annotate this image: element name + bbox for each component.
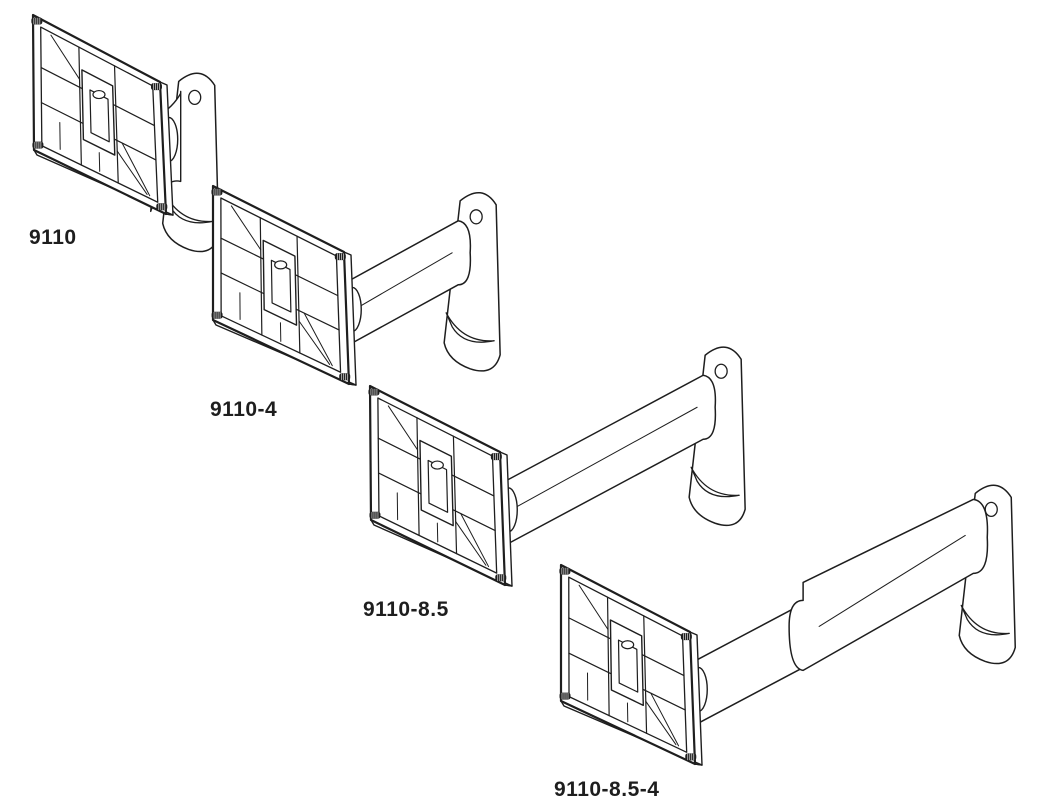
model-label-9110: 9110 (29, 226, 77, 249)
detail-line (818, 534, 966, 627)
vesa-plate (559, 563, 703, 766)
latch-knob (92, 89, 106, 100)
detail-line (578, 584, 609, 630)
screw-stud (685, 753, 697, 761)
detail-line (387, 405, 419, 451)
screw-stud (368, 388, 380, 396)
detail-line (296, 235, 301, 354)
detail-line (121, 142, 151, 197)
screw-stud (31, 17, 43, 25)
stud-thread (211, 311, 223, 319)
vesa-plate (368, 384, 513, 587)
stud-thread (368, 388, 380, 396)
stud-thread (369, 511, 381, 519)
arm-tube (343, 220, 472, 349)
detail-line (343, 252, 453, 316)
stud-thread (339, 373, 351, 381)
detail-line (113, 65, 119, 184)
model-label-9110-8-5-4: 9110-8.5-4 (554, 778, 660, 801)
stud-thread (680, 633, 692, 641)
screw-stud (369, 511, 381, 519)
screw-stud (156, 203, 168, 211)
stud-thread (685, 753, 697, 761)
screw-stud (211, 188, 223, 196)
screw-stud (559, 692, 571, 700)
screw-stud (680, 633, 692, 641)
screw-stud (559, 567, 571, 575)
stud-thread (211, 188, 223, 196)
model-label-9110-4: 9110-4 (210, 398, 278, 421)
detail-line (78, 46, 82, 166)
screw-stud (334, 253, 346, 261)
detail-line (116, 150, 148, 195)
detail-line (645, 700, 677, 746)
model-label-9110-8-5: 9110-8.5 (363, 598, 449, 621)
arm-body (499, 374, 717, 549)
detail-line (606, 596, 610, 717)
latch-knob (430, 460, 444, 470)
detail-line (650, 692, 680, 747)
detail-line (50, 34, 81, 80)
stud-thread (495, 574, 507, 582)
vesa-plate (31, 13, 174, 216)
detail-line (460, 513, 490, 568)
screw-stud (490, 453, 502, 461)
stud-thread (156, 203, 168, 211)
arm-body (343, 220, 472, 349)
screw-stud (32, 141, 44, 149)
stud-thread (31, 17, 43, 25)
screw-stud (339, 373, 351, 381)
vesa-plate (211, 184, 357, 386)
bracket-foot (690, 466, 740, 498)
stud-thread (559, 692, 571, 700)
bracket-foot (960, 604, 1010, 636)
mount-drawing-0 (31, 13, 220, 253)
stud-thread (32, 141, 44, 149)
arm-tube (689, 498, 989, 729)
latch-knob (274, 260, 288, 270)
arm-tube (499, 374, 717, 549)
latch-knob (621, 640, 635, 650)
detail-line (455, 521, 487, 566)
screw-stud (495, 574, 507, 582)
mount-drawing-1 (211, 184, 501, 386)
detail-line (499, 406, 698, 517)
detail-line (298, 320, 331, 365)
arm-body-rear (788, 498, 989, 672)
stud-thread (150, 83, 162, 91)
detail-line (416, 417, 420, 536)
detail-line (303, 312, 333, 367)
stud-thread (559, 567, 571, 575)
screw-stud (211, 311, 223, 319)
mounting-hole (984, 501, 998, 518)
detail-line (259, 217, 263, 336)
detail-line (643, 615, 648, 734)
detail-line (452, 435, 458, 555)
detail-line (230, 205, 262, 251)
stud-thread (334, 253, 346, 261)
mounting-hole (469, 209, 483, 225)
screw-stud (150, 83, 162, 91)
mounting-hole (714, 363, 728, 379)
mounting-hole (188, 89, 202, 106)
mount-drawing-2 (368, 346, 746, 587)
mount-drawing-3 (559, 484, 1016, 766)
bracket-foot (445, 312, 495, 343)
stud-thread (490, 453, 502, 461)
